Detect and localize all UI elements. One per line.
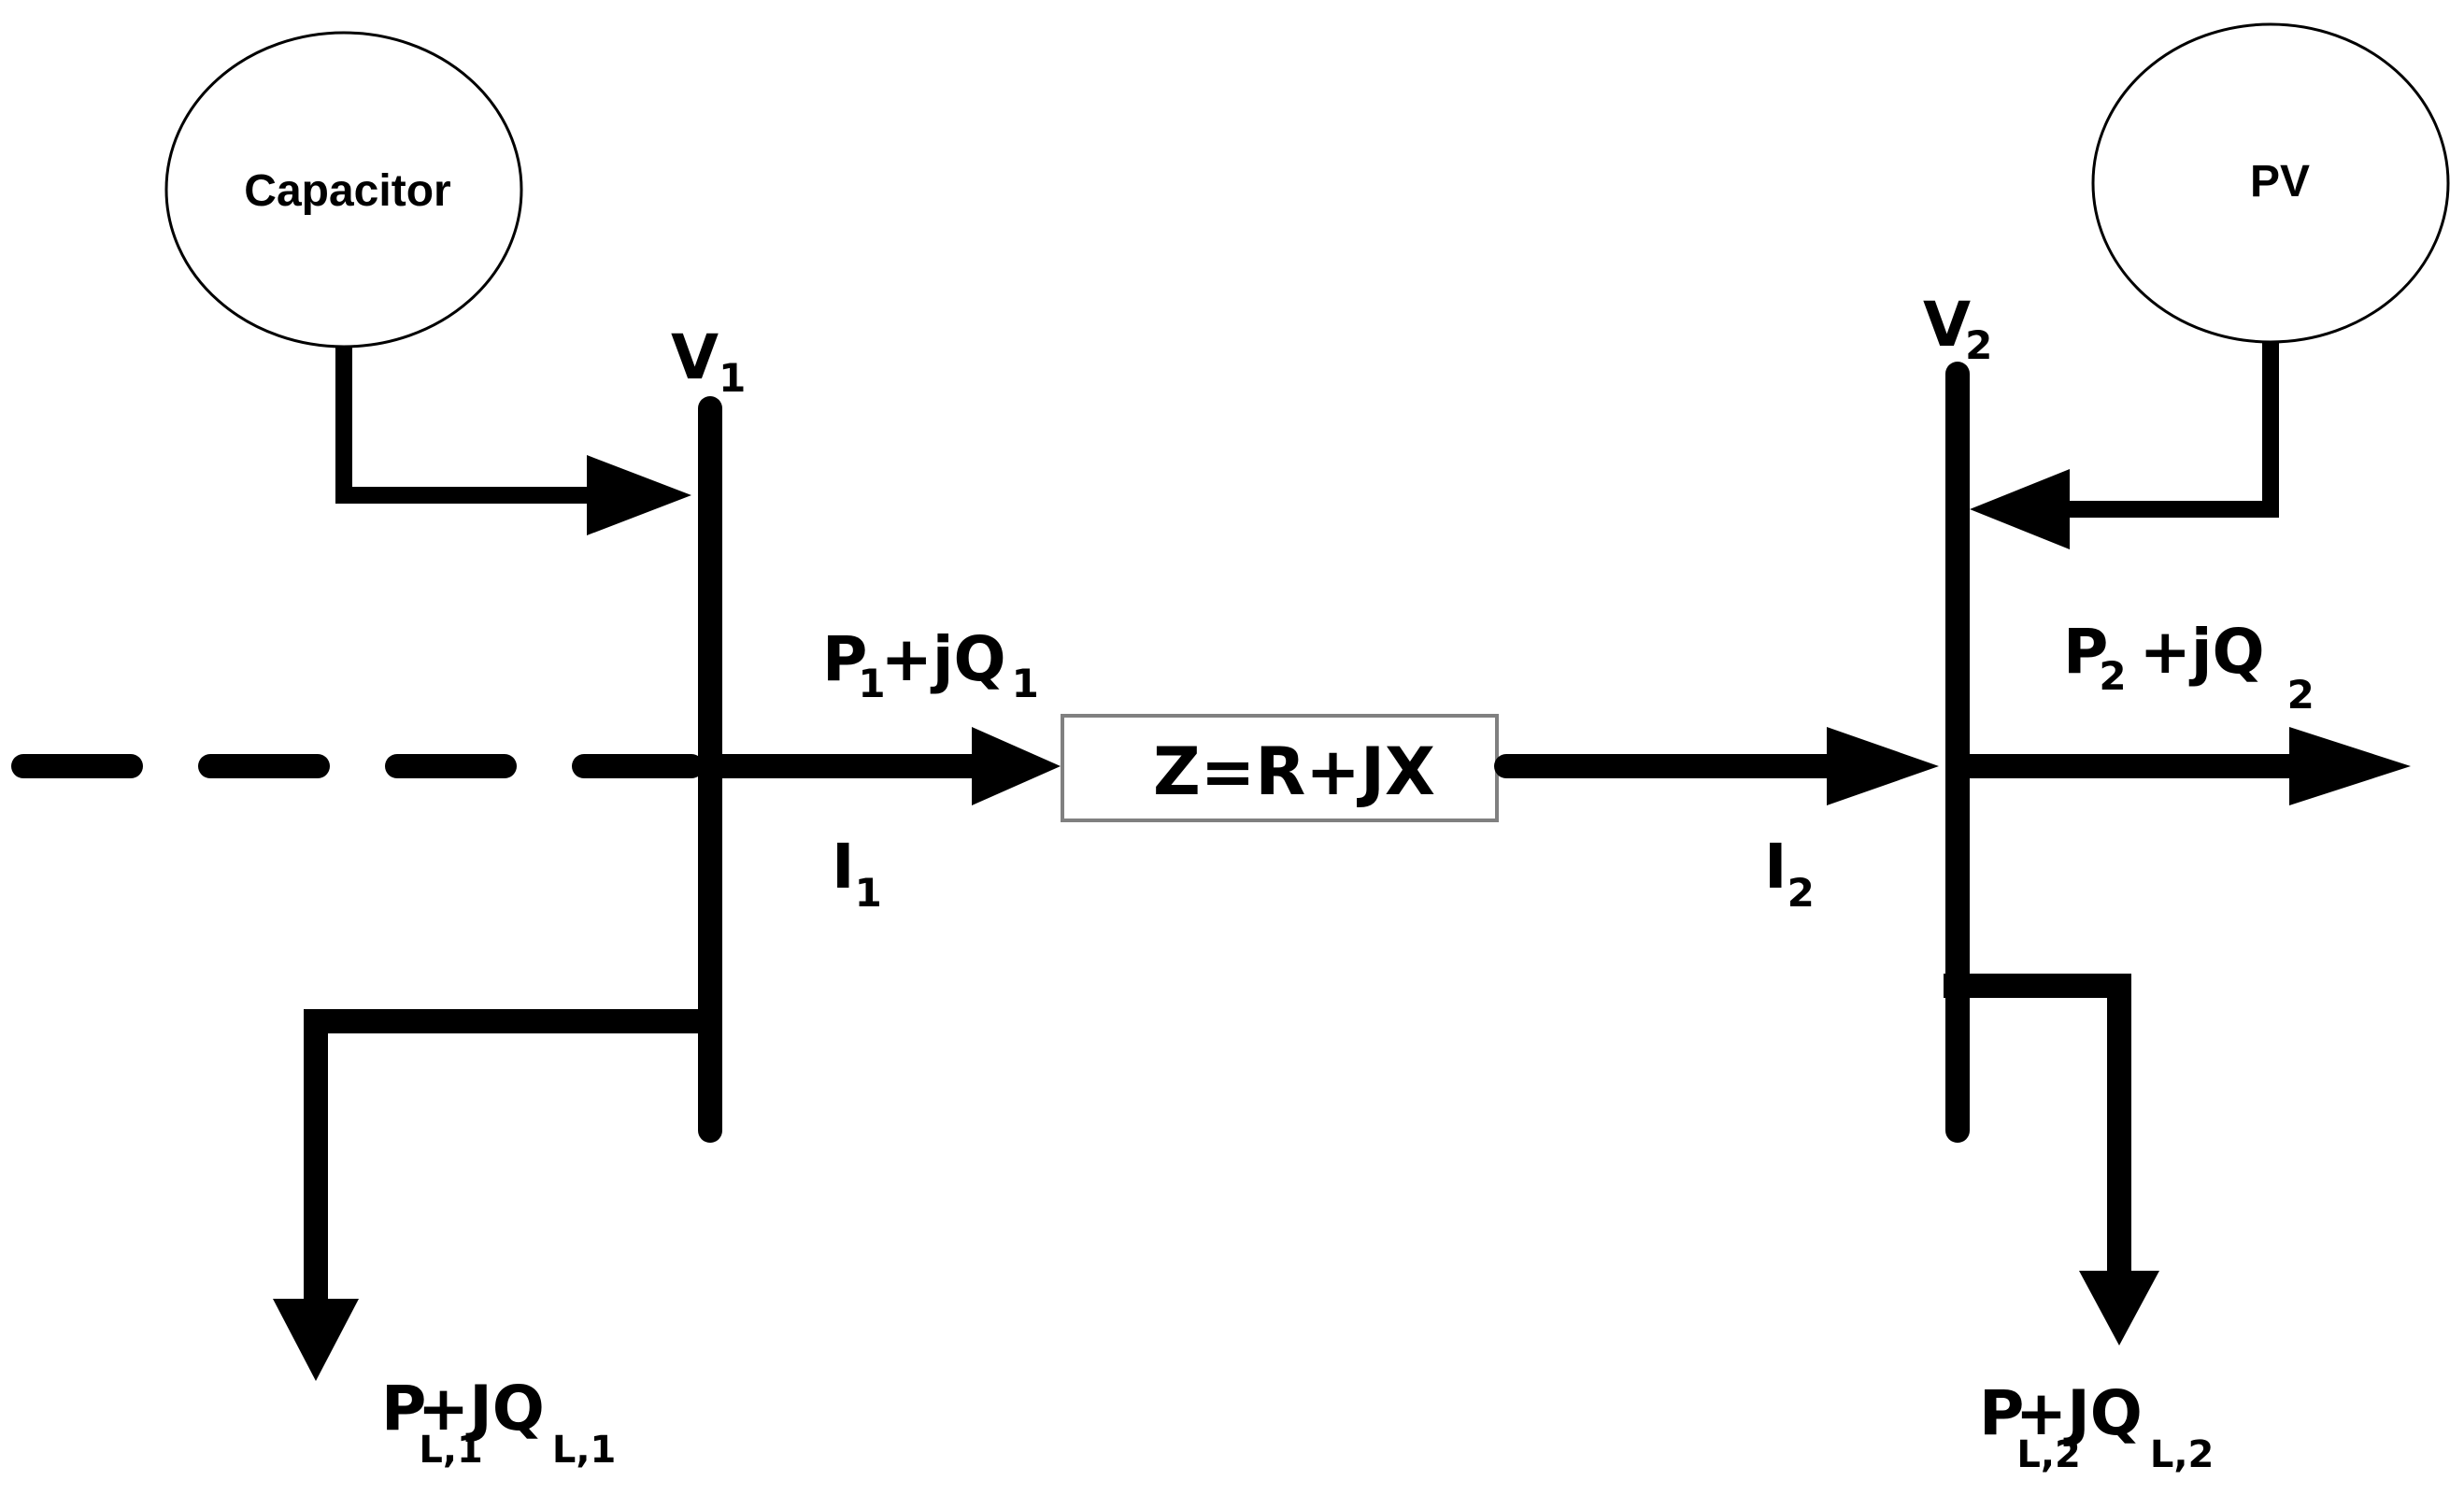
bus-2-voltage-label: V2 [1923,289,1992,368]
load-1-arrowhead [273,1299,359,1381]
send-flow-arrowhead [972,727,1061,805]
receive-flow-arrowhead [1827,727,1939,805]
capacitor-label: Capacitor [244,166,450,216]
outgoing-flow-arrowhead [2289,727,2411,805]
load-2-feeder [1944,974,2131,1271]
load-1-feeder [304,1009,710,1299]
pv-arrowhead [1970,469,2070,549]
pv-label: PV [2250,157,2310,206]
capacitor-arrowhead [587,455,691,535]
load-2-arrowhead [2079,1271,2159,1345]
pv-connector [2051,342,2279,518]
receive-flow-label: P2+jQ2 [2063,616,2314,718]
current-i1-label: I1 [832,831,882,916]
impedance-label: Z=R+JX [1153,733,1435,810]
bus-1-voltage-label: V1 [671,321,746,401]
impedance-box [1061,714,1499,822]
capacitor-connector [335,347,607,504]
current-i2-label: I2 [1764,831,1815,916]
